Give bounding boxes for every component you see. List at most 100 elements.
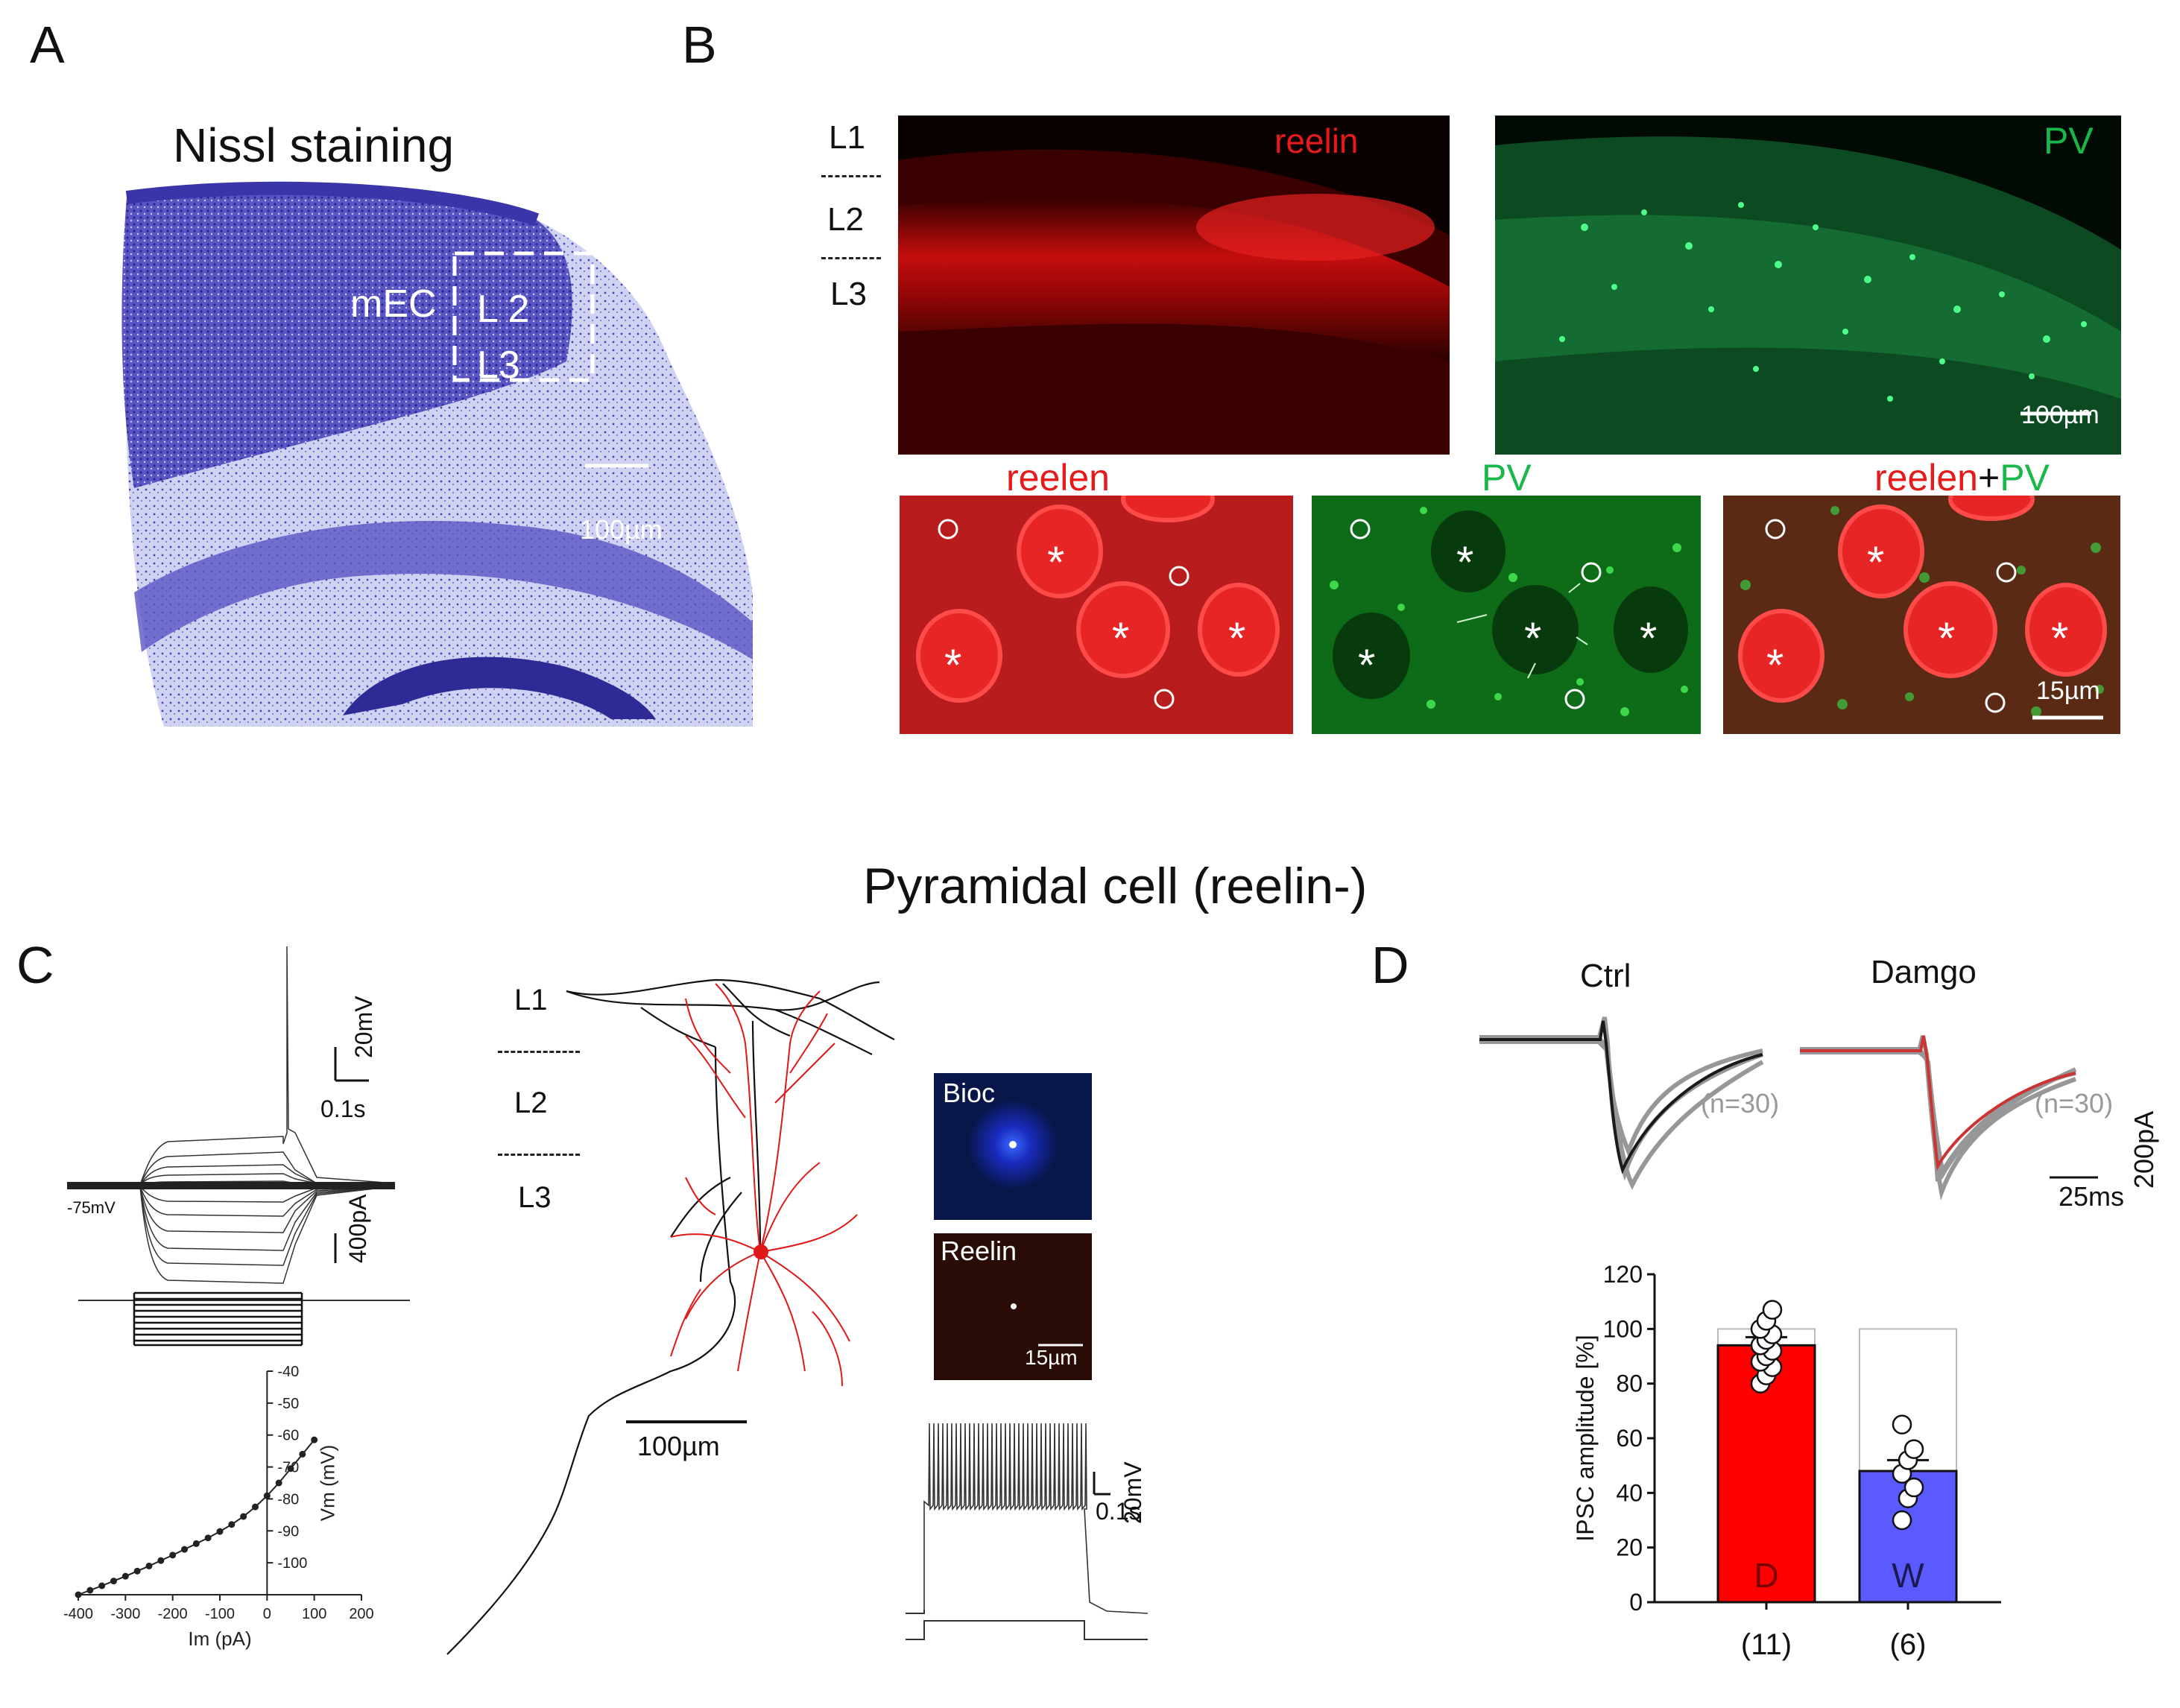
panel-d-letter: D [1371,936,1409,994]
merge-label-reelen: reelen [1874,457,1978,499]
data-point [1903,1439,1924,1459]
layer-l3: L3 [830,276,867,312]
iv-y-tick-label: -100 [277,1555,307,1572]
firing-scale-s: 0.1s [1096,1498,1141,1525]
iv-x-tick-label: 200 [349,1606,373,1622]
ctrl-label: Ctrl [1580,958,1631,994]
scale-20mv: 20mV [350,996,377,1058]
morph-layer-l2: L2 [514,1087,548,1119]
bar-y-tick-label: 80 [1616,1370,1643,1397]
voltage-traces [67,946,396,1284]
iv-point [252,1503,259,1511]
iv-y-label: Vm (mV) [316,1445,338,1522]
bar-y-tick-label: 20 [1616,1534,1643,1561]
asterisk-marker: * [1867,537,1885,587]
asterisk-marker: * [1524,613,1542,663]
iv-x-tick-label: 100 [302,1606,326,1622]
reelen-label: reelen [1006,457,1110,499]
iv-y-tick-label: -80 [277,1491,299,1508]
data-point [1892,1414,1912,1435]
asterisk-marker: * [2051,613,2069,663]
iv-x-label: Im (pA) [188,1628,251,1650]
bar-count-label: (6) [1890,1628,1927,1661]
pv-image [1495,116,2121,455]
n-label-ctrl: (n=30) [1701,1088,1780,1119]
morph-layer-l1: L1 [514,984,548,1016]
bioc-inset [934,1073,1092,1220]
iv-point [133,1567,141,1575]
pv-small-label: PV [1482,457,1532,499]
panel-b-letter: B [682,16,717,74]
iv-point [192,1540,200,1547]
asterisk-marker: * [1938,613,1956,663]
merge-cells-image [1723,496,2120,734]
bioc-label: Bioc [943,1078,996,1108]
firing-trace [906,1423,1149,1640]
iv-point [169,1552,177,1559]
iv-point [98,1582,106,1590]
reelen-cells-image [900,496,1293,734]
mec-label: mEC [350,282,437,326]
scale-25ms: 25ms [2059,1181,2125,1212]
asterisk-marker: * [944,640,962,690]
iv-point [121,1572,129,1580]
merge-label-pv: PV [2000,457,2050,499]
iv-point [228,1521,236,1528]
morph-scale-label: 100µm [637,1431,720,1461]
asterisk-marker: * [1112,613,1130,663]
section-title: Pyramidal cell (reelin-) [863,858,1368,914]
layer-l1: L1 [829,119,865,156]
reelin-label: reelin [1274,121,1359,160]
asterisk-marker: * [1047,537,1065,587]
iv-y-tick-label: -40 [277,1364,299,1380]
data-point [1903,1477,1924,1498]
iv-point [263,1492,271,1499]
pv-scale-label: 100µm [2021,401,2100,429]
iv-point [204,1534,212,1542]
bar-y-tick-label: 0 [1629,1589,1643,1616]
merge-label: reelen+PV [1874,456,2050,499]
iv-point [216,1528,224,1535]
iv-x-tick-label: -400 [63,1606,93,1622]
l2-label: L 2 [477,288,530,331]
nissl-scale-label: 100µm [580,514,663,545]
bar-category-label: D [1754,1556,1778,1595]
pv-label: PV [2044,120,2094,162]
l3-label: L3 [477,344,520,387]
iv-point [157,1557,165,1564]
iv-point [145,1562,153,1569]
asterisk-marker: * [1456,537,1474,587]
asterisk-marker: * [1228,613,1246,663]
bar-y-tick-label: 120 [1603,1261,1643,1288]
iv-y-tick-label: -50 [277,1396,299,1412]
bar-category-label: W [1892,1556,1924,1595]
bar-y-tick-label: 100 [1603,1315,1643,1342]
iv-x-tick-label: -200 [158,1606,188,1622]
layer-divider [821,257,881,259]
iv-point [299,1450,306,1458]
n-label-damgo: (n=30) [2035,1088,2114,1119]
layer-divider [498,1051,580,1053]
asterisk-marker: * [1358,640,1376,690]
layer-divider [498,1154,580,1156]
merge-label-plus: + [1978,457,2000,499]
panel-a-letter: A [30,16,65,74]
iv-point [110,1578,117,1585]
data-point [1892,1510,1912,1531]
iv-point [240,1513,247,1520]
iv-point [287,1465,294,1473]
nissl-title: Nissl staining [173,118,455,172]
scale-200pa: 200pA [2129,1110,2159,1189]
asterisk-marker: * [1766,640,1784,690]
scale-01s: 0.1s [320,1095,366,1122]
reelin-image [898,116,1450,455]
reelin-inset [934,1233,1092,1380]
layer-l2: L2 [827,201,864,238]
pv-cells-image [1312,496,1701,734]
morph-layer-l3: L3 [518,1181,552,1214]
nissl-image [121,181,753,727]
iv-y-tick-label: -90 [277,1523,299,1540]
data-point [1762,1300,1783,1320]
iv-y-tick-label: -60 [277,1428,299,1444]
